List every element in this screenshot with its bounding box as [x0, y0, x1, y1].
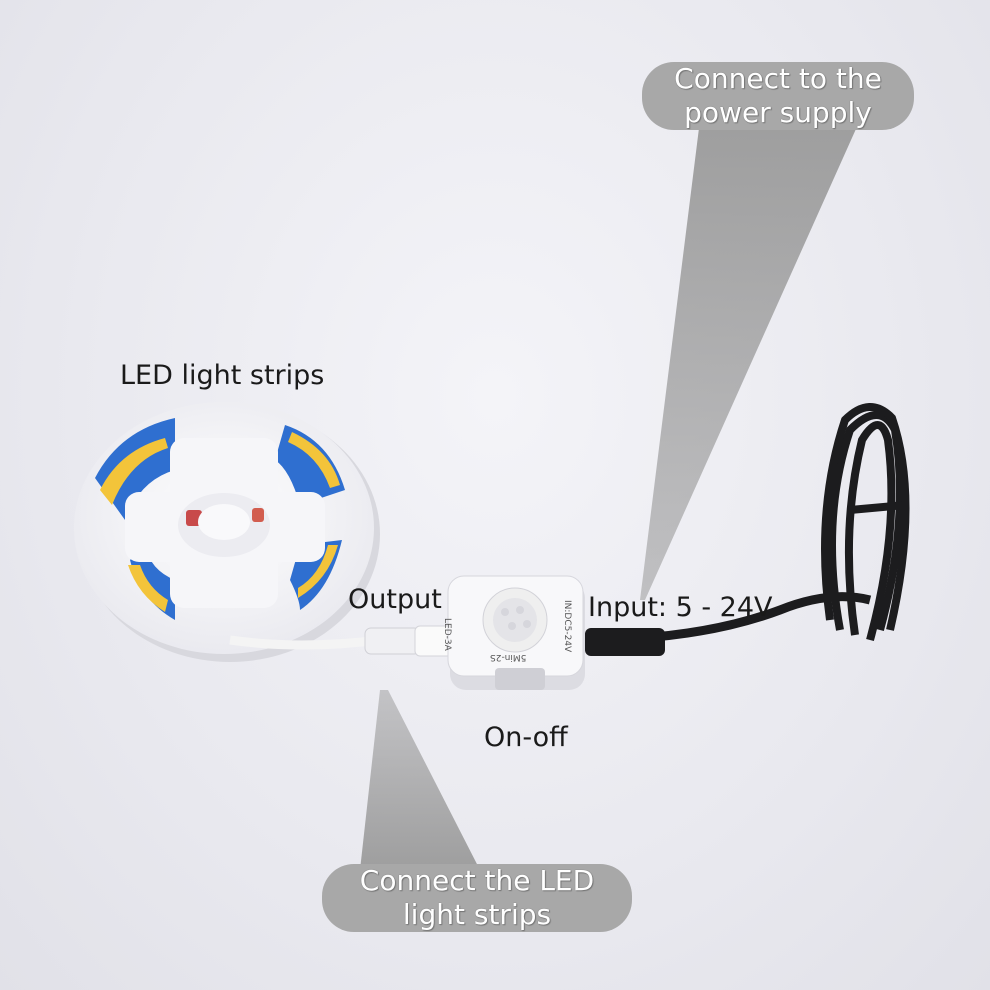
device-marking-left: LED-3A: [442, 618, 452, 651]
input-label: Input: 5 - 24V: [588, 592, 773, 623]
power-supply-callout: Connect to the power supply: [642, 62, 914, 130]
led-callout-beam: [360, 690, 480, 870]
device-marking-right: IN:DC5-24V: [562, 600, 572, 653]
power-supply-callout-line1: Connect to the: [674, 62, 882, 95]
power-callout-beam: [640, 120, 860, 600]
power-supply-callout-line2: power supply: [684, 96, 872, 129]
led-strip-reel: [74, 402, 380, 662]
led-strips-callout: Connect the LED light strips: [322, 864, 632, 932]
led-strips-label: LED light strips: [120, 360, 325, 391]
output-cable: [229, 635, 381, 650]
on-off-label: On-off: [484, 722, 568, 753]
led-strips-callout-line1: Connect the LED: [359, 864, 595, 897]
motion-sensor-switch: [447, 575, 585, 690]
device-marking-front: 5Min-2S: [490, 652, 527, 662]
cable-coil: [821, 403, 910, 642]
led-strips-callout-line2: light strips: [402, 898, 552, 931]
output-label: Output: [348, 584, 442, 615]
